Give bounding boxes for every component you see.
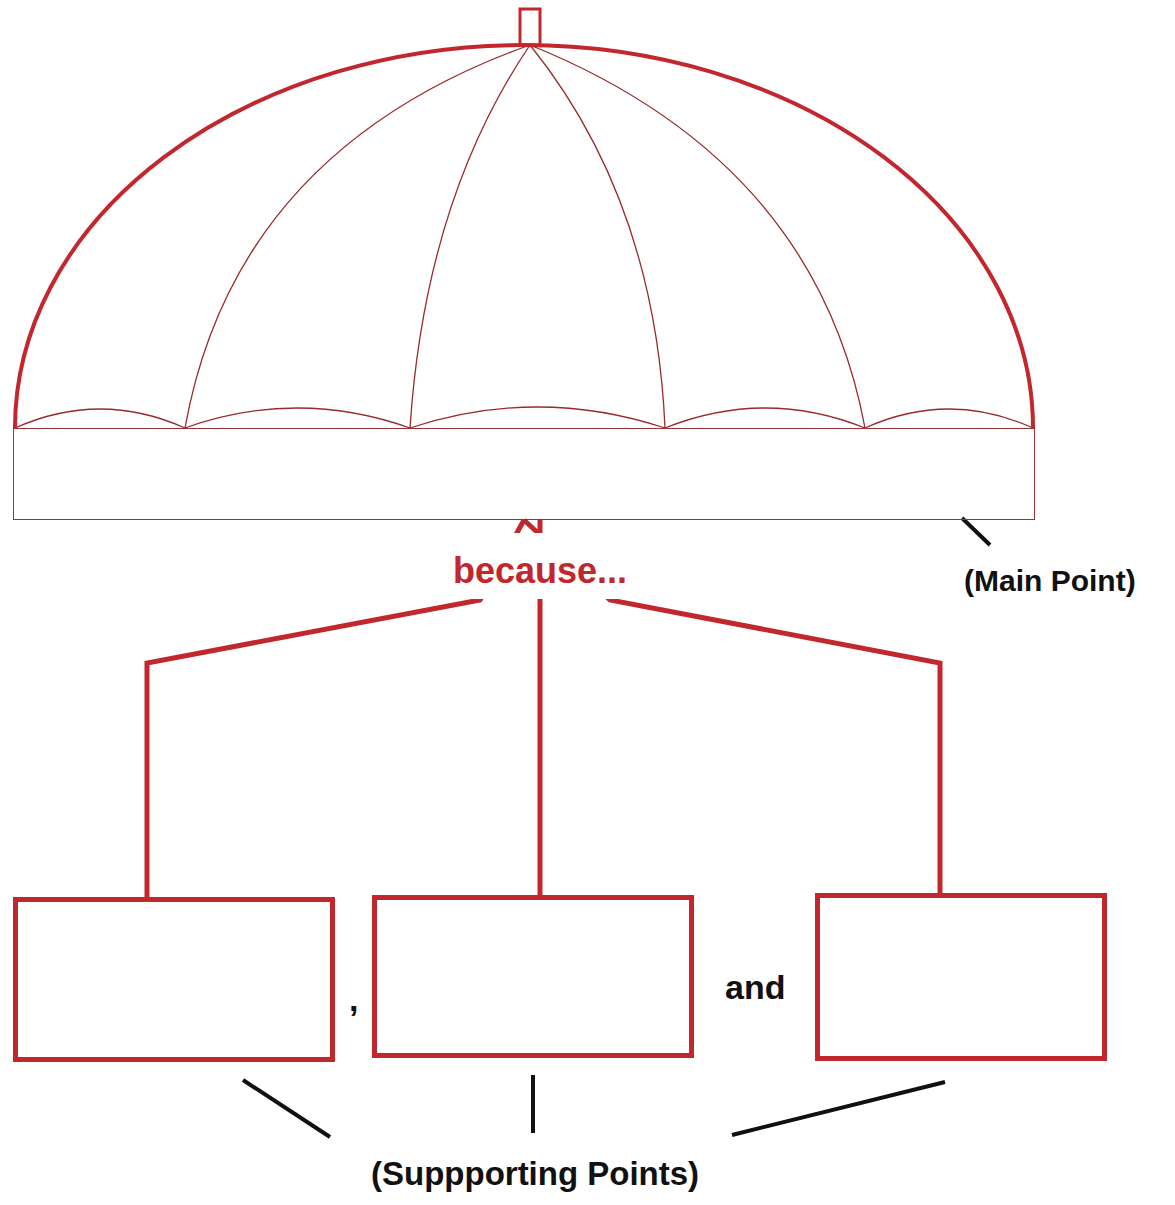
umbrella-tip	[520, 9, 540, 45]
umbrella-scallop	[15, 409, 185, 428]
main-point-box	[13, 428, 1035, 520]
leader-line	[243, 1080, 330, 1137]
supporting-point-box	[372, 895, 694, 1058]
connector-word: because...	[439, 533, 641, 599]
umbrella-rib	[530, 45, 665, 428]
leader-line	[531, 1075, 535, 1133]
callout-label: (Suppporting Points)	[371, 1156, 699, 1192]
umbrella-rib	[410, 45, 530, 428]
umbrella-scallop	[865, 409, 1033, 428]
callout-label: (Main Point)	[964, 564, 1136, 597]
umbrella-scallop	[665, 408, 865, 428]
umbrella-canopy	[15, 45, 1033, 428]
umbrella-ribs	[15, 45, 1033, 428]
supporting-point-box	[13, 897, 335, 1062]
leader-lines	[243, 518, 990, 1137]
umbrella-scallop	[410, 407, 665, 428]
umbrella-rib	[185, 45, 530, 428]
umbrella-rib	[530, 45, 865, 428]
leader-line	[962, 518, 990, 545]
leader-line	[732, 1082, 945, 1135]
list-separator: ,	[349, 981, 358, 1018]
list-conjunction: and	[725, 969, 785, 1006]
umbrella-scallop	[185, 408, 410, 428]
supporting-point-box	[815, 893, 1107, 1061]
